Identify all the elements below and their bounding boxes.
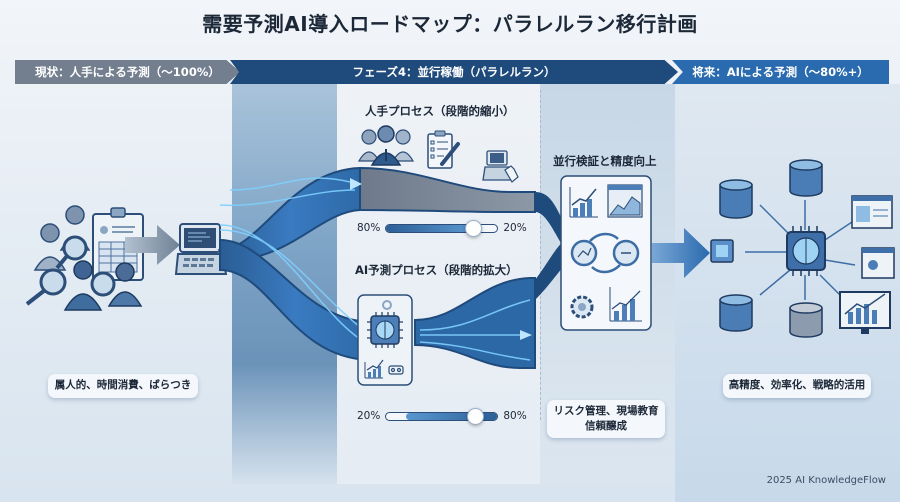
growth-chart-icon — [364, 359, 384, 379]
current-state-caption: 属人的、時間消費、ばらつき — [48, 374, 198, 398]
flow-streams — [217, 166, 565, 369]
manual-ratio-slider[interactable]: 80% 20% — [357, 219, 527, 237]
validation-caption-line1: リスク管理、現場教育 — [553, 404, 659, 417]
ai-slider-left-label: 20% — [357, 410, 381, 422]
manual-slider-knob[interactable] — [464, 219, 482, 237]
database-icon — [719, 159, 823, 338]
manual-slider-fill — [386, 224, 473, 232]
footer-credit: 2025 AI KnowledgeFlow — [766, 475, 886, 486]
arrow-right-icon — [125, 225, 180, 265]
column-divider — [540, 90, 541, 420]
ai-slider-knob[interactable] — [467, 407, 485, 425]
validation-caption-line2: 信頼醸成 — [585, 420, 627, 432]
settings-window-icon — [861, 247, 895, 279]
gear-icon — [570, 295, 594, 319]
ai-process-label: AI予測プロセス（段階的拡大） — [355, 263, 518, 277]
manual-slider-track[interactable] — [385, 219, 499, 237]
laptop-icon — [174, 223, 228, 275]
bar-chart-icon — [569, 187, 598, 218]
validation-card — [560, 175, 652, 331]
dashboard-window-icon — [851, 195, 893, 229]
ai-brain-hub-icon — [710, 159, 895, 338]
manual-process-label: 人手プロセス（段階的縮小） — [365, 104, 515, 118]
stage-banner-future: 将来：AIによる予測（～80%+） — [672, 60, 889, 84]
arrow-right-icon — [652, 228, 710, 278]
gear-icon — [382, 300, 392, 310]
manual-slider-left-label: 80% — [357, 222, 381, 234]
line-chart-window-icon — [607, 184, 643, 218]
monitor-chart-icon — [839, 291, 891, 334]
team-with-magnifiers-icon — [25, 205, 144, 311]
page-title: 需要予測AI導入ロードマップ：パラレルラン移行計画 — [202, 12, 698, 36]
ai-ratio-slider[interactable]: 20% 80% — [357, 407, 527, 425]
future-state-caption: 高精度、効率化、戦略的活用 — [723, 374, 871, 398]
stage-banner-current: 現状：人手による予測（～100%） — [15, 60, 240, 84]
ai-slider-fill — [406, 412, 498, 420]
checklist-pen-icon — [427, 130, 460, 169]
ai-slider-right-label: 80% — [503, 410, 527, 422]
stage-banner-phase4: フェーズ4：並行稼働（パラレルラン） — [230, 60, 678, 84]
business-team-icon — [357, 125, 415, 166]
flow-diagram-icon — [388, 365, 404, 375]
validation-label: 並行検証と精度向上 — [553, 154, 657, 168]
laptop-typing-hand-icon — [482, 150, 519, 183]
validation-caption: リスク管理、現場教育 信頼醸成 — [547, 400, 665, 438]
manual-slider-right-label: 20% — [503, 222, 527, 234]
growth-chart-icon — [609, 287, 642, 322]
chip-icon — [710, 239, 734, 263]
ai-slider-track[interactable] — [385, 407, 499, 425]
ai-chip-brain-icon — [357, 294, 413, 386]
